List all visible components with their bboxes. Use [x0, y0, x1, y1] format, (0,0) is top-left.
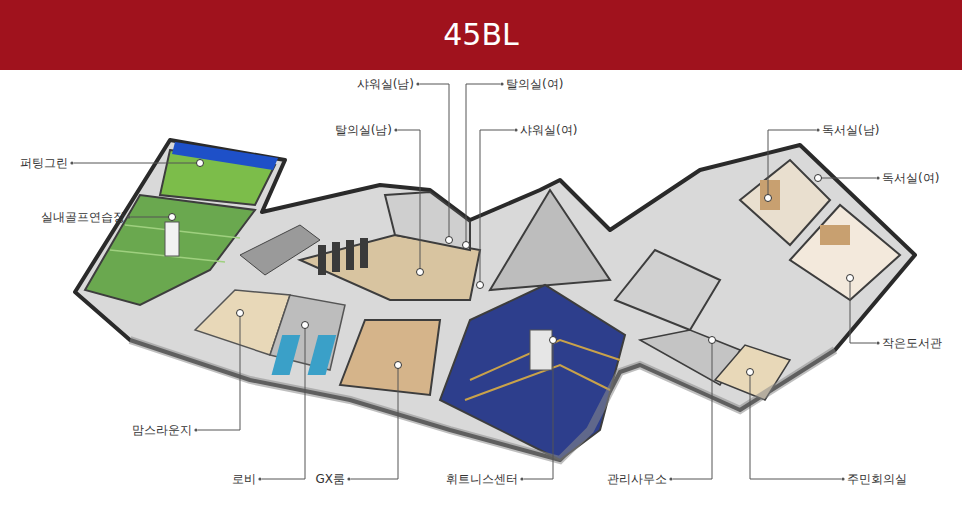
- room-callout: 퍼팅그린: [20, 156, 68, 170]
- room-callout: 독서실(남): [822, 123, 879, 137]
- room-callout: 주민회의실: [847, 472, 907, 486]
- room-callout: 관리사무소: [607, 472, 667, 486]
- room-callout: 탈의실(남): [335, 123, 392, 137]
- room-callout: 독서실(여): [882, 171, 939, 185]
- room-callout: 휘트니스센터: [446, 472, 518, 486]
- room-callout: 로비: [232, 472, 256, 486]
- room-callout: 작은도서관: [882, 336, 942, 350]
- room-callout: GX룸: [315, 472, 345, 486]
- block-title: 45BL: [0, 0, 962, 70]
- room-callout: 맘스라운지: [132, 423, 192, 437]
- room-callout: 실내골프연습장: [41, 210, 125, 224]
- room-callout: 탈의실(여): [506, 77, 563, 91]
- room-callout: 샤워실(남): [357, 77, 414, 91]
- room-callout: 샤워실(여): [520, 123, 577, 137]
